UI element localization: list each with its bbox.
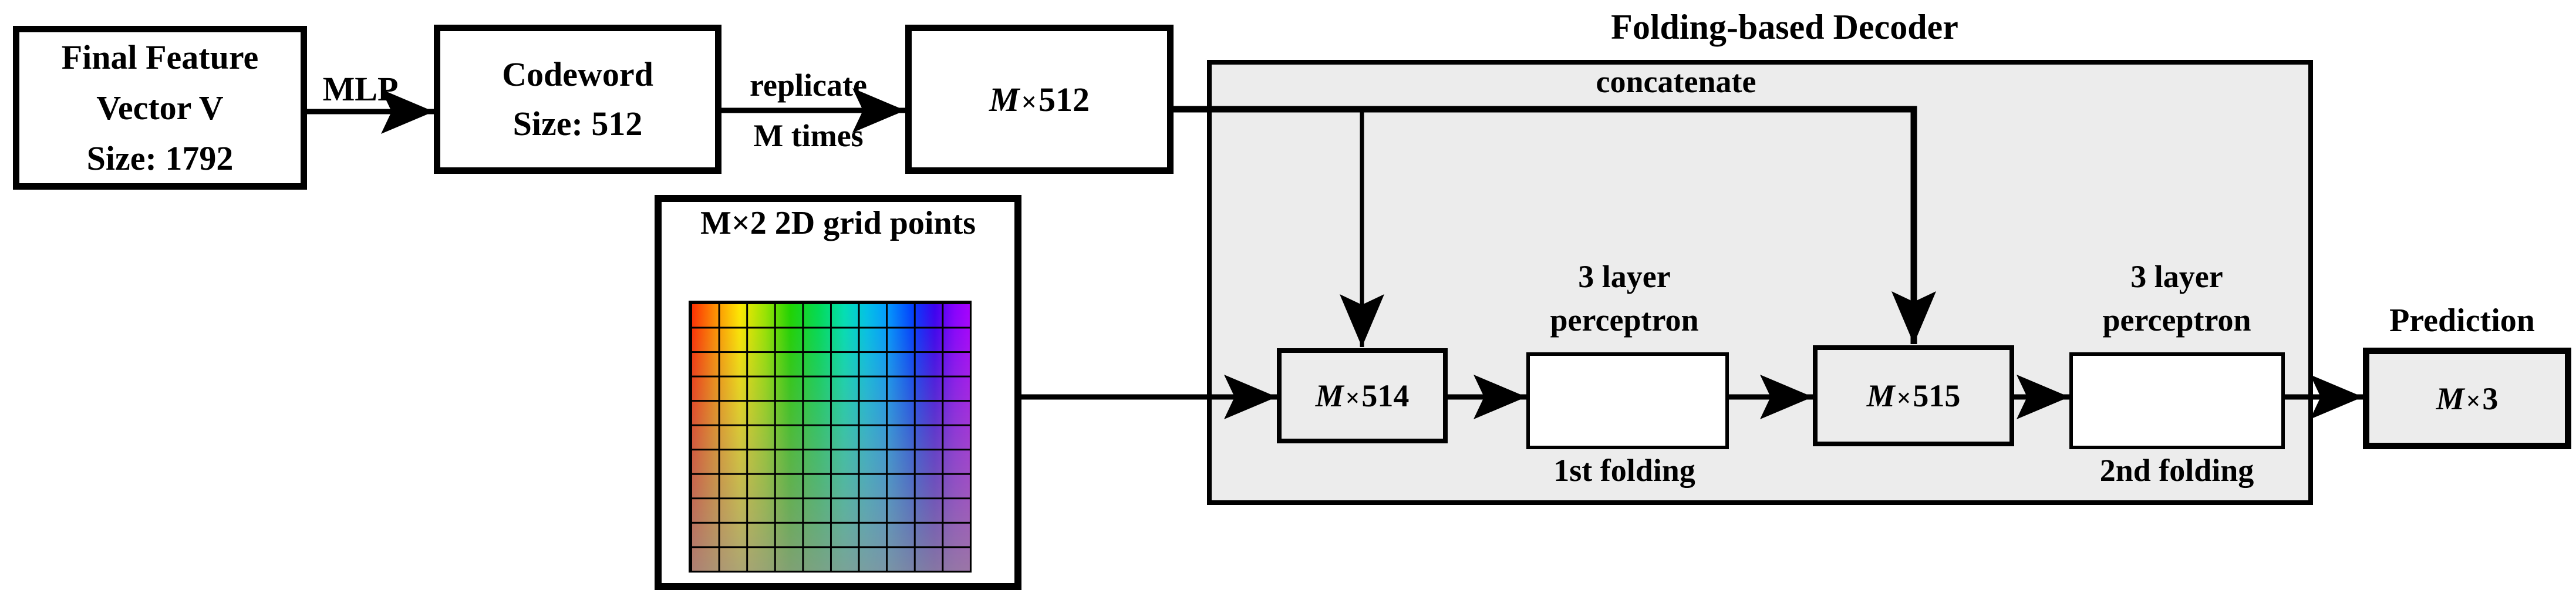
m512-matrix-box: M×512	[905, 25, 1174, 174]
times-sign: ×	[2466, 387, 2481, 415]
prediction-label: Prediction	[2389, 302, 2535, 339]
perceptron-label-line: 3 layer	[2130, 259, 2223, 294]
dimension-number: 512	[1039, 80, 1090, 119]
2d-grid-colormap-image	[689, 301, 972, 573]
box-text-line: Size: 1792	[86, 139, 234, 177]
grid-title-line: 2D grid points	[774, 205, 976, 241]
box-text-line: Final Feature	[61, 38, 259, 76]
perceptron1-box	[1526, 352, 1729, 449]
box-text-line: Size: 512	[512, 105, 643, 143]
grid-points-title: M×2 2D grid points	[662, 201, 1014, 246]
times-sign: ×	[1345, 385, 1360, 412]
m-variable: M	[1315, 378, 1344, 413]
perceptron-label-line: 3 layer	[1578, 259, 1671, 294]
perceptron1-label: 3 layer perceptron	[1478, 255, 1771, 342]
first-folding-label: 1st folding	[1553, 453, 1695, 488]
perceptron2-box	[2069, 352, 2285, 449]
codeword-box: Codeword Size: 512	[434, 25, 721, 174]
m-variable: M	[989, 80, 1020, 119]
matrix-dimension-text: M×3	[2436, 381, 2499, 417]
replicate-arrow-label-line2: M times	[753, 118, 864, 153]
final-feature-vector-box: Final Feature Vector V Size: 1792	[13, 26, 307, 190]
decoder-title: Folding-based Decoder	[1611, 8, 1958, 46]
perceptron-label-line: perceptron	[1550, 302, 1699, 338]
concatenate-label: concatenate	[1596, 64, 1756, 99]
grid-title-line: M×2	[700, 205, 767, 241]
dimension-number: 514	[1361, 378, 1410, 413]
m514-matrix-box: M×514	[1277, 348, 1448, 443]
dimension-number: 515	[1913, 378, 1961, 413]
replicate-arrow-label-line1: replicate	[750, 68, 867, 103]
mlp-arrow-label: MLP	[322, 70, 399, 108]
box-text-line: Vector V	[96, 88, 224, 127]
prediction-m3-box: M×3	[2363, 348, 2571, 449]
box-text-line: Codeword	[502, 55, 653, 93]
second-folding-label: 2nd folding	[2099, 453, 2254, 488]
matrix-dimension-text: M×515	[1867, 378, 1961, 414]
perceptron2-label: 3 layer perceptron	[2030, 255, 2324, 342]
times-sign: ×	[1021, 87, 1037, 117]
m515-matrix-box: M×515	[1813, 345, 2014, 446]
matrix-dimension-text: M×512	[989, 80, 1090, 119]
m-variable: M	[1866, 378, 1895, 413]
m-variable: M	[2436, 381, 2464, 416]
dimension-number: 3	[2482, 381, 2499, 416]
colormap-grid-lines	[689, 301, 972, 573]
times-sign: ×	[1896, 385, 1911, 412]
perceptron-label-line: perceptron	[2102, 302, 2251, 338]
matrix-dimension-text: M×514	[1316, 378, 1410, 414]
